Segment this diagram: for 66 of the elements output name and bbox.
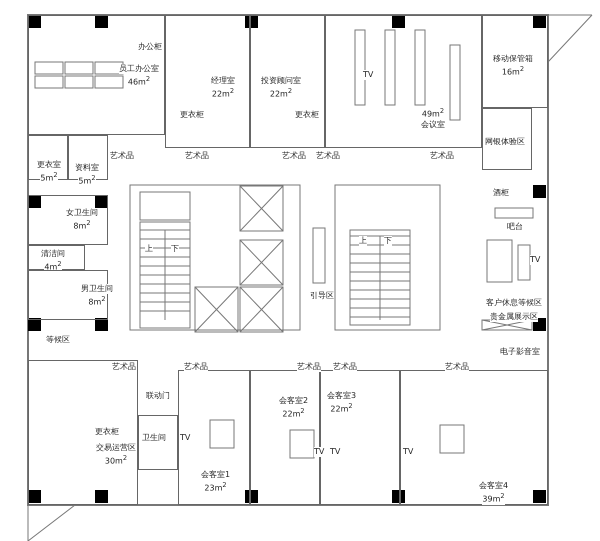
artwork-label: 艺术品	[185, 151, 209, 161]
tv-label: TV	[363, 70, 374, 80]
area-label: 等候区	[46, 335, 70, 345]
room-name: 员工办公室	[119, 64, 159, 74]
artwork-label: 艺术品	[282, 151, 306, 161]
room-name: 男卫生间	[81, 284, 113, 294]
room-area: 16m$^{2}$	[502, 64, 524, 78]
room-name: 卫生间	[142, 433, 166, 443]
room-area: 8m$^{2}$	[88, 294, 106, 308]
stair-direction-label: 上	[145, 244, 153, 254]
room-area: 会议室	[421, 120, 445, 130]
artwork-label: 艺术品	[110, 151, 134, 161]
room-area: 39m$^{2}$	[482, 491, 505, 505]
stair-direction-label: 下	[171, 244, 179, 254]
room-name: 资料室	[75, 163, 99, 173]
room-name: 网银体验区	[485, 137, 525, 147]
room-area: 8m$^{2}$	[73, 218, 91, 232]
room-area: 5m$^{2}$	[78, 173, 96, 187]
door-label: 联动门	[146, 391, 170, 401]
room-name: 会客室2	[279, 396, 308, 406]
room-name: 电子影音室	[500, 347, 540, 357]
room-outline	[28, 195, 108, 245]
room-outline	[138, 415, 178, 470]
artwork-label: 艺术品	[430, 151, 454, 161]
tv-label: TV	[180, 433, 190, 443]
room-name: 移动保管箱	[493, 54, 533, 64]
artwork-label: 艺术品	[297, 362, 321, 372]
cabinet-label: 更衣柜	[295, 110, 319, 120]
room-outline	[482, 108, 532, 170]
room-name: 会客室1	[201, 470, 230, 480]
room-area: 30m$^{2}$	[104, 453, 128, 467]
cabinet-label: 酒柜	[493, 188, 509, 198]
stair-direction-label: 下	[384, 236, 392, 246]
room-name: 投资顾问室	[261, 76, 301, 86]
artwork-label: 艺术品	[445, 362, 469, 372]
room-area: 4m$^{2}$	[44, 259, 62, 273]
room-name: 女卫生间	[66, 208, 98, 218]
room-name: 经理室	[211, 76, 235, 86]
room-outline	[325, 15, 482, 148]
tv-label: TV	[314, 447, 324, 457]
cabinet-label: 更衣柜	[95, 427, 119, 437]
area-label: 客户休息等候区	[486, 298, 542, 308]
room-outline	[482, 15, 548, 108]
room-name: 清洁间	[41, 249, 65, 259]
room-area: 23m$^{2}$	[204, 480, 227, 494]
area-label: 贵金属展示区	[490, 312, 538, 322]
cabinet-label: 办公柜	[138, 42, 162, 52]
artwork-label: 艺术品	[316, 151, 340, 161]
room-outline	[28, 245, 85, 270]
room-name: 交易运营区	[96, 443, 136, 453]
tv-label: TV	[530, 255, 540, 265]
room-name: 更衣室	[37, 160, 61, 170]
stair-direction-label: 上	[359, 236, 367, 246]
room-name: 会客室4	[479, 481, 508, 491]
area-label: 引导区	[310, 291, 334, 301]
tv-label: TV	[330, 447, 340, 457]
artwork-label: 艺术品	[184, 362, 208, 372]
counter-label: 吧台	[507, 222, 523, 232]
artwork-label: 艺术品	[333, 362, 357, 372]
cabinet-label: 更衣柜	[180, 110, 204, 120]
room-name: 会客室3	[327, 391, 356, 401]
tv-label: TV	[403, 447, 414, 457]
artwork-label: 艺术品	[112, 362, 136, 372]
room-area: 49m$^{2}$	[422, 106, 444, 120]
room-area: 5m$^{2}$	[40, 170, 58, 184]
room-area: 46m$^{2}$	[128, 74, 150, 88]
